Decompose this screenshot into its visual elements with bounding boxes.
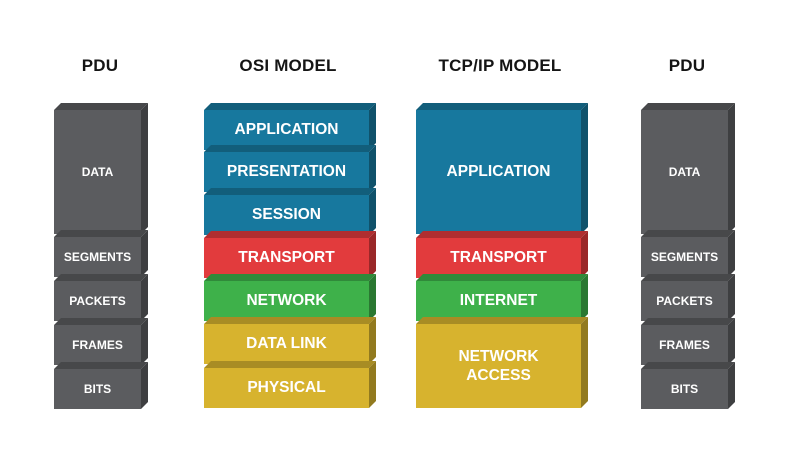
- osi-transport-top-face: [204, 231, 376, 238]
- pdu-left-segments-top-face: [54, 230, 148, 237]
- osi-network-top-face: [204, 274, 376, 281]
- pdu-left-data-top-face: [54, 103, 148, 110]
- pdu-left-packets-top-face: [54, 274, 148, 281]
- pdu-left-data-side-face: [141, 103, 148, 234]
- tcpip-application: APPLICATION: [416, 110, 581, 234]
- pdu-right-frames: FRAMES: [641, 325, 728, 365]
- pdu-left-packets: PACKETS: [54, 281, 141, 321]
- osi-network: NETWORK: [204, 281, 369, 321]
- tcpip-network-access: NETWORK ACCESS: [416, 324, 581, 408]
- heading-pdu-left: PDU: [81, 56, 119, 75]
- tcpip-internet: INTERNET: [416, 281, 581, 321]
- osi-physical: PHYSICAL: [204, 368, 369, 408]
- pdu-right-data: DATA: [641, 110, 728, 234]
- heading-pdu-right: PDU: [668, 56, 706, 75]
- pdu-left-packets-side-face: [141, 274, 148, 321]
- osi-session-top-face: [204, 188, 376, 195]
- osi-data-link-side-face: [369, 317, 376, 364]
- pdu-right-segments: SEGMENTS: [641, 237, 728, 277]
- pdu-right-segments-side-face: [728, 230, 735, 277]
- osi-transport-side-face: [369, 231, 376, 278]
- osi-physical-top-face: [204, 361, 376, 368]
- pdu-right-segments-top-face: [641, 230, 735, 237]
- pdu-right-bits-top-face: [641, 362, 735, 369]
- pdu-left-bits-side-face: [141, 362, 148, 409]
- osi-application-top-face: [204, 103, 376, 110]
- pdu-right-bits: BITS: [641, 369, 728, 409]
- osi-presentation-top-face: [204, 145, 376, 152]
- pdu-left-segments-side-face: [141, 230, 148, 277]
- pdu-left-bits-top-face: [54, 362, 148, 369]
- pdu-left-segments: SEGMENTS: [54, 237, 141, 277]
- osi-session-side-face: [369, 188, 376, 235]
- tcpip-application-top-face: [416, 103, 588, 110]
- osi-physical-side-face: [369, 361, 376, 408]
- tcpip-application-side-face: [581, 103, 588, 234]
- pdu-left-data: DATA: [54, 110, 141, 234]
- heading-tcpip-model: TCP/IP MODEL: [438, 56, 562, 75]
- pdu-right-packets: PACKETS: [641, 281, 728, 321]
- tcpip-internet-side-face: [581, 274, 588, 321]
- osi-application-side-face: [369, 103, 376, 150]
- tcpip-transport-top-face: [416, 231, 588, 238]
- pdu-right-frames-side-face: [728, 318, 735, 365]
- tcpip-transport: TRANSPORT: [416, 238, 581, 278]
- pdu-right-packets-side-face: [728, 274, 735, 321]
- osi-data-link: DATA LINK: [204, 324, 369, 364]
- pdu-left-frames-top-face: [54, 318, 148, 325]
- pdu-left-frames-side-face: [141, 318, 148, 365]
- osi-data-link-top-face: [204, 317, 376, 324]
- osi-presentation: PRESENTATION: [204, 152, 369, 192]
- tcpip-transport-side-face: [581, 231, 588, 278]
- pdu-right-data-top-face: [641, 103, 735, 110]
- pdu-right-packets-top-face: [641, 274, 735, 281]
- osi-network-side-face: [369, 274, 376, 321]
- pdu-right-data-side-face: [728, 103, 735, 234]
- heading-osi-model: OSI MODEL: [239, 56, 337, 75]
- osi-transport: TRANSPORT: [204, 238, 369, 278]
- pdu-left-bits: BITS: [54, 369, 141, 409]
- tcpip-network-access-side-face: [581, 317, 588, 408]
- tcpip-network-access-top-face: [416, 317, 588, 324]
- pdu-right-frames-top-face: [641, 318, 735, 325]
- osi-presentation-side-face: [369, 145, 376, 192]
- pdu-left-frames: FRAMES: [54, 325, 141, 365]
- osi-session: SESSION: [204, 195, 369, 235]
- osi-application: APPLICATION: [204, 110, 369, 150]
- tcpip-internet-top-face: [416, 274, 588, 281]
- pdu-right-bits-side-face: [728, 362, 735, 409]
